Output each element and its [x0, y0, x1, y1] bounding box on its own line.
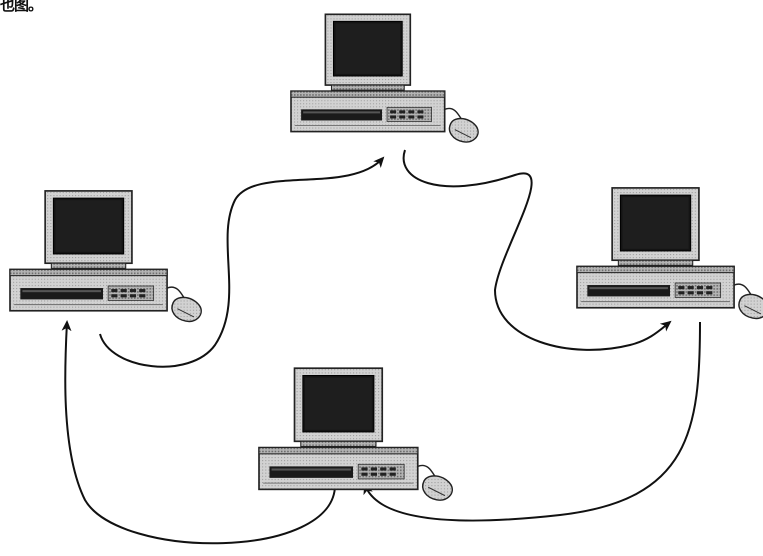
computer-left-desktop-computer-icon	[10, 191, 201, 322]
computer-bottom-desktop-computer-icon	[259, 368, 452, 500]
computer-top-desktop-computer-icon	[291, 14, 478, 142]
network-nodes	[10, 14, 763, 500]
computer-right-desktop-computer-icon	[577, 188, 763, 319]
link-right-to-bottom	[365, 322, 700, 521]
link-left-to-top	[100, 158, 383, 367]
